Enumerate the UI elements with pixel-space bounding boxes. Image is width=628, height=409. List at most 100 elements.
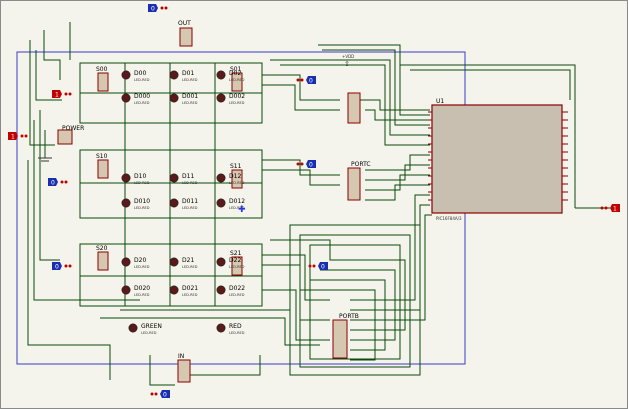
led-label: D21 xyxy=(182,257,194,264)
pin-left[interactable]: 0 xyxy=(48,178,68,187)
led-part: LED-RED xyxy=(229,293,245,297)
pin-mid1[interactable]: 0 xyxy=(296,76,317,85)
led-label: D020 xyxy=(134,285,150,292)
pin-mid2[interactable]: 0 xyxy=(296,160,317,169)
pin-value: 1 xyxy=(11,134,15,141)
led-part: LED-RED xyxy=(229,181,245,185)
led-label: D11 xyxy=(182,173,194,180)
switch-s21[interactable]: S21 xyxy=(230,250,243,276)
connector-power[interactable]: POWER xyxy=(57,125,84,145)
led-part: LED-RED xyxy=(134,265,150,269)
led-label: D000 xyxy=(134,93,150,100)
pin-value: 0 xyxy=(309,78,313,85)
power-label: POWER xyxy=(62,125,84,132)
led-label: D021 xyxy=(182,285,198,292)
switch-s20[interactable]: S20 xyxy=(96,245,109,271)
led-part: LED-RED xyxy=(134,181,150,185)
switch-s01[interactable]: S01 xyxy=(230,66,243,92)
led-part: LED-RED xyxy=(229,101,245,105)
pin-bot-mid[interactable]: 0 xyxy=(308,262,329,271)
led-part: LED-RED xyxy=(141,331,157,335)
led-label: D022 xyxy=(229,285,245,292)
led-part: LED-RED xyxy=(182,78,198,82)
pin-out[interactable]: 0 xyxy=(148,4,168,13)
led-part: LED-RED xyxy=(134,101,150,105)
pin-right[interactable]: 1 xyxy=(600,204,621,213)
u1-label: U1 xyxy=(436,98,444,105)
led-part: LED-RED xyxy=(182,181,198,185)
switch-s11[interactable]: S11 xyxy=(230,163,243,189)
pin-s00[interactable]: 1 xyxy=(52,90,72,99)
pin-value: 1 xyxy=(613,206,617,213)
in-label: IN xyxy=(178,353,184,360)
u1-chip[interactable]: U1 PIC16F84A/3 xyxy=(428,98,568,221)
led-part: LED-RED xyxy=(134,78,150,82)
pin-bot-left[interactable]: 0 xyxy=(52,262,72,271)
led-part: LED-RED xyxy=(182,101,198,105)
pin-value: 0 xyxy=(151,6,155,13)
switch-label: S01 xyxy=(230,66,242,73)
led-label: D20 xyxy=(134,257,146,264)
led-label: GREEN xyxy=(141,323,162,330)
led-part: LED-RED xyxy=(182,293,198,297)
led-part: LED-RED xyxy=(229,78,245,82)
vdd-marker: +VDD xyxy=(342,54,354,59)
led-label: D002 xyxy=(229,93,245,100)
connector-in[interactable]: IN xyxy=(177,353,191,383)
led-part: LED-RED xyxy=(182,265,198,269)
connector-portb[interactable]: PORTB xyxy=(332,313,359,359)
pin-value: 0 xyxy=(55,264,59,271)
led-label: D10 xyxy=(134,173,146,180)
led-label: D01 xyxy=(182,70,194,77)
pin-value: 0 xyxy=(321,264,325,271)
pin-in[interactable]: 0 xyxy=(150,390,171,399)
switch-s10[interactable]: S10 xyxy=(96,153,109,179)
led-label: D22 xyxy=(229,257,241,264)
switch-label: S11 xyxy=(230,163,242,170)
led-label: D00 xyxy=(134,70,146,77)
switch-label: S00 xyxy=(96,66,108,73)
led-label: D012 xyxy=(229,198,245,205)
led-part: LED-RED xyxy=(229,265,245,269)
led-part: LED-RED xyxy=(134,293,150,297)
led-label: D02 xyxy=(229,70,241,77)
switch-label: S21 xyxy=(230,250,242,257)
led-label: D001 xyxy=(182,93,198,100)
connector-portc[interactable]: PORTC xyxy=(347,161,371,201)
portc-label: PORTC xyxy=(351,161,371,168)
ground-icon xyxy=(38,155,52,162)
cursor-cross-icon: ✚ xyxy=(238,205,246,215)
switch-s00[interactable]: S00 xyxy=(96,66,109,92)
connector-out[interactable]: OUT xyxy=(178,20,193,47)
out-label: OUT xyxy=(178,20,191,27)
pin-power[interactable]: 1 xyxy=(8,132,28,141)
switch-label: S20 xyxy=(96,245,108,252)
led-label: RED xyxy=(229,323,242,330)
led-part: LED-RED xyxy=(229,206,245,210)
switch-label: S10 xyxy=(96,153,108,160)
connector-top[interactable] xyxy=(347,92,361,124)
pin-value: 0 xyxy=(309,162,313,169)
pin-value: 0 xyxy=(163,392,167,399)
